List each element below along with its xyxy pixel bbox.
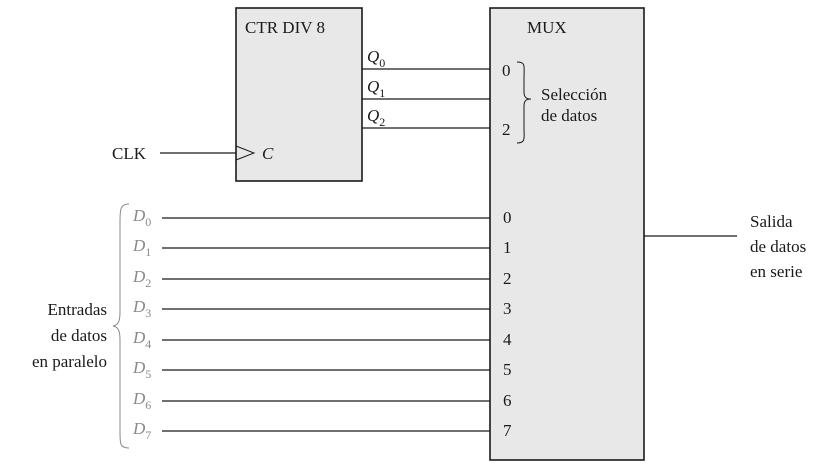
svg-text:D1: D1 — [132, 236, 151, 259]
q0-base: Q — [367, 47, 379, 66]
mux-data-pin-4: 4 — [503, 330, 512, 349]
d4-base: D — [132, 328, 146, 347]
data-input-d5: D5 — [132, 358, 490, 381]
d1-base: D — [132, 236, 146, 255]
data-input-d1: D1 — [132, 236, 490, 259]
output-label-line-2: de datos — [750, 237, 806, 256]
q1-sub: 1 — [379, 86, 385, 100]
output-label-line-1: Salida — [750, 212, 793, 231]
svg-text:Q0: Q0 — [367, 47, 385, 70]
clock-triangle-icon — [235, 145, 256, 161]
parallel-label-line-3: en paralelo — [32, 352, 107, 371]
q1-base: Q — [367, 77, 379, 96]
d6-base: D — [132, 389, 146, 408]
data-input-d4: D4 — [132, 328, 490, 351]
d5-base: D — [132, 358, 146, 377]
d0-sub: 0 — [145, 215, 151, 229]
mux-data-pin-0: 0 — [503, 208, 512, 227]
d1-sub: 1 — [145, 245, 151, 259]
counter-block — [235, 7, 363, 182]
d6-sub: 6 — [145, 398, 151, 412]
parallel-label-line-2: de datos — [51, 326, 107, 345]
data-input-d3: D3 — [132, 297, 490, 320]
q0-sub: 0 — [379, 56, 385, 70]
mux-select-pin-2: 2 — [502, 120, 511, 139]
svg-text:D6: D6 — [132, 389, 151, 412]
d2-sub: 2 — [145, 276, 151, 290]
data-input-d7: D7 — [132, 419, 490, 442]
data-input-d0: D0 — [132, 206, 490, 229]
mux-data-pin-2: 2 — [503, 269, 512, 288]
counter-output-q2: Q2 — [362, 106, 490, 129]
d2-base: D — [132, 267, 146, 286]
svg-text:D3: D3 — [132, 297, 151, 320]
svg-text:D0: D0 — [132, 206, 151, 229]
data-input-d6: D6 — [132, 389, 490, 412]
clk-label: CLK — [112, 144, 147, 163]
mux-data-pin-3: 3 — [503, 299, 512, 318]
svg-text:D2: D2 — [132, 267, 151, 290]
data-input-d2: D2 — [132, 267, 490, 290]
counter-title: CTR DIV 8 — [245, 18, 325, 37]
mux-title: MUX — [527, 18, 567, 37]
q2-sub: 2 — [379, 115, 385, 129]
mux-block — [489, 7, 645, 461]
counter-output-q1: Q1 — [362, 77, 490, 100]
select-brace-icon — [516, 61, 532, 144]
d7-base: D — [132, 419, 146, 438]
svg-text:Q1: Q1 — [367, 77, 385, 100]
d0-base: D — [132, 206, 146, 225]
d4-sub: 4 — [145, 337, 151, 351]
svg-text:D7: D7 — [132, 419, 151, 442]
select-label-line-2: de datos — [541, 106, 597, 125]
d3-sub: 3 — [145, 306, 151, 320]
d5-sub: 5 — [145, 367, 151, 381]
mux-data-pin-1: 1 — [503, 238, 512, 257]
mux-data-pin-7: 7 — [503, 421, 512, 440]
select-label-line-1: Selección — [541, 85, 608, 104]
parallel-label-line-1: Entradas — [48, 300, 107, 319]
parallel-brace-icon — [112, 203, 130, 449]
svg-text:D5: D5 — [132, 358, 151, 381]
output-label-line-3: en serie — [750, 262, 802, 281]
svg-text:Q2: Q2 — [367, 106, 385, 129]
q2-base: Q — [367, 106, 379, 125]
counter-clock-input-label: C — [262, 144, 274, 163]
mux-data-pin-6: 6 — [503, 391, 512, 410]
d3-base: D — [132, 297, 146, 316]
d7-sub: 7 — [145, 428, 151, 442]
mux-data-pin-5: 5 — [503, 360, 512, 379]
mux-select-pin-0: 0 — [502, 61, 511, 80]
svg-text:D4: D4 — [132, 328, 151, 351]
counter-output-q0: Q0 — [362, 47, 490, 70]
